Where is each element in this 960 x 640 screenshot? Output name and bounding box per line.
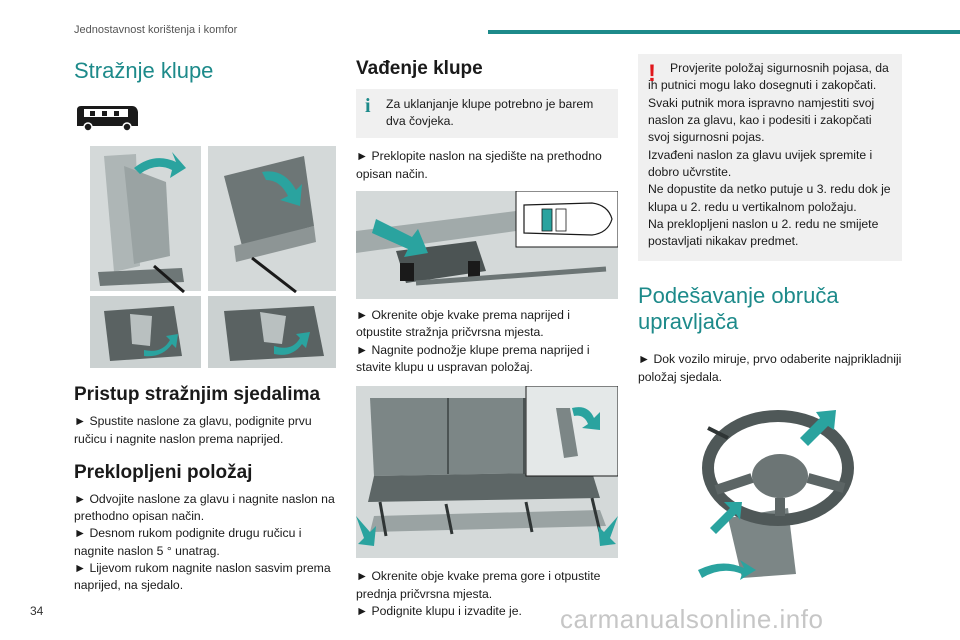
front-mounting-illustration [356, 386, 618, 559]
running-header: Jednostavnost korištenja i komfor [74, 24, 238, 36]
rear-seat-access-illustration [74, 146, 336, 369]
warning-line-3: Izvađeni naslon za glavu uvijek spremite… [648, 147, 873, 179]
header-accent-bar [488, 30, 960, 34]
heading-access: Pristup stražnjim sjedalima [74, 384, 321, 406]
text-access: ► Spustite naslone za glavu, podignite p… [74, 414, 312, 446]
column-middle: Vađenje klupe i Za uklanjanje klupe potr… [356, 58, 618, 620]
van-with-rear-seats-icon [74, 102, 140, 133]
steering-wheel-illustration [688, 398, 868, 588]
text-steering-1: ► Dok vozilo miruje, prvo odaberite najp… [638, 352, 902, 384]
text-removal-1: ► Preklopite naslon na sjedište na preth… [356, 149, 602, 181]
section-title-steering-wheel: Podešavanje obruča upravljača [638, 282, 839, 334]
info-note-text: Za uklanjanje klupe potrebno je barem dv… [386, 96, 594, 129]
info-icon: i [365, 94, 371, 117]
text-removal-4: ► Okrenite obje kvake prema gore i otpus… [356, 569, 601, 601]
section-title-rear-seats: Stražnje klupe [74, 58, 214, 83]
column-left: Stražnje klupe [74, 58, 336, 595]
rear-mounting-illustration [356, 191, 618, 300]
text-folded-3: ► Lijevom rukom nagnite naslon sasvim pr… [74, 560, 331, 593]
warning-line-5: Na preklopljeni naslon u 2. redu ne smij… [648, 216, 879, 249]
text-folded-1: ► Odvojite naslone za glavu i nagnite na… [74, 491, 335, 523]
text-removal-3: ► Nagnite podnožje klupe prema naprijed … [356, 342, 590, 375]
text-folded-2: ► Desnom rukom podignite drugu ručicu i … [74, 526, 302, 558]
column-right: ! Provjerite položaj sigurnosnih pojasa,… [638, 54, 902, 588]
info-note: i Za uklanjanje klupe potrebno je barem … [356, 88, 618, 139]
warning-icon: ! [648, 60, 656, 87]
heading-folded: Preklopljeni položaj [74, 461, 253, 483]
page-number: 34 [30, 604, 44, 618]
watermark: carmanualsonline.info [560, 604, 824, 634]
text-removal-5: ► Podignite klupu i izvadite je. [356, 604, 522, 619]
warning-line-4: Ne dopustite da netko putuje u 3. redu d… [648, 182, 891, 214]
warning-line-2: Svaki putnik mora ispravno namjestiti sv… [648, 95, 875, 145]
warning-line-1: Provjerite položaj sigurnosnih pojasa, d… [648, 61, 889, 93]
warning-note: ! Provjerite položaj sigurnosnih pojasa,… [638, 54, 902, 261]
section-title-removal: Vađenje klupe [356, 58, 483, 79]
text-removal-2: ► Okrenite obje kvake prema naprijed i o… [356, 308, 570, 340]
